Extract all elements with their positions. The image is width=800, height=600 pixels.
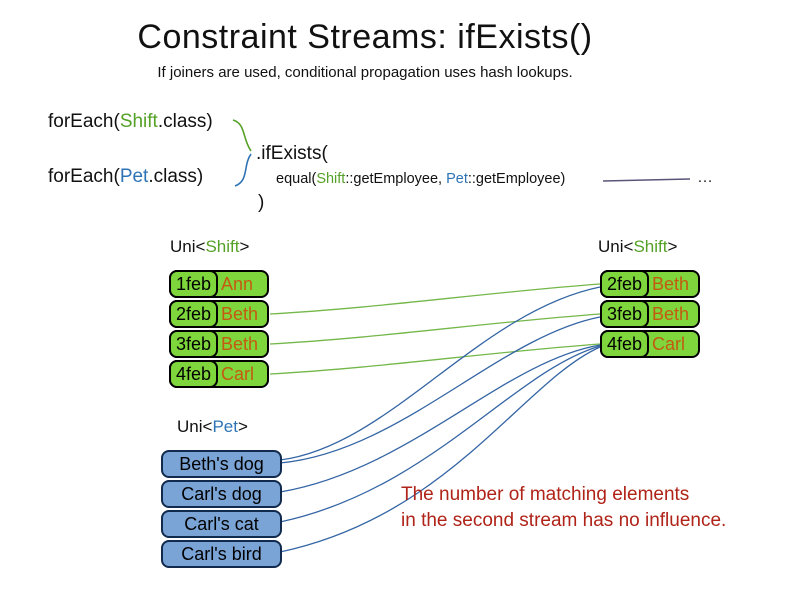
shift-row-1feb-ann: 1feb Ann — [169, 270, 269, 298]
ellipsis-text: … — [697, 169, 713, 186]
shift-employee: Beth — [221, 303, 259, 324]
left-shift-stream-label: Uni<Shift> — [170, 237, 249, 257]
shift-employee: Beth — [652, 303, 690, 324]
shift-employee: Beth — [221, 333, 259, 354]
label-text: > — [239, 237, 250, 256]
slide-subtitle: If joiners are used, conditional propaga… — [157, 64, 573, 81]
label-text: Uni< — [598, 237, 634, 256]
label-text: Uni< — [177, 417, 213, 436]
shift-employee: Carl — [652, 333, 686, 354]
code-text: forEach( — [48, 111, 120, 132]
pet-stream-label: Uni<Pet> — [177, 417, 248, 437]
code-foreach-pet: forEach(Pet.class) — [48, 166, 203, 188]
code-text: forEach( — [48, 166, 120, 187]
link-3feb-to-3feb — [269, 313, 601, 345]
code-text: .class) — [148, 166, 204, 187]
pet-row-carls-cat: Carl's cat — [161, 510, 282, 538]
code-text: .class) — [157, 111, 213, 132]
shift-class-ref: Shift — [119, 111, 158, 132]
shift-date: 4feb — [600, 330, 649, 358]
code-text: ::getEmployee, — [345, 171, 447, 187]
pet-type-ref: Pet — [212, 417, 238, 436]
pet-row-carls-dog: Carl's dog — [161, 480, 282, 508]
link-beths-dog-to-2feb — [279, 286, 601, 461]
brace-upper-green-icon — [232, 119, 252, 152]
shift-class-ref: Shift — [316, 171, 346, 187]
shift-row-2feb-beth: 2feb Beth — [169, 300, 269, 328]
shift-date: 2feb — [169, 300, 218, 328]
right-shift-stream-label: Uni<Shift> — [598, 237, 677, 257]
code-foreach-shift: forEach(Shift.class) — [48, 111, 213, 133]
shift-type-ref: Shift — [633, 237, 668, 256]
note-text: The number of matching elements in the s… — [401, 482, 726, 534]
shift-date: 3feb — [600, 300, 649, 328]
pet-row-carls-bird: Carl's bird — [161, 540, 282, 568]
pet-row-beths-dog: Beth's dog — [161, 450, 282, 478]
code-text: equal( — [276, 171, 317, 187]
link-4feb-to-4feb — [269, 343, 601, 375]
shift-employee: Beth — [652, 273, 690, 294]
shift-date: 2feb — [600, 270, 649, 298]
shift-date: 4feb — [169, 360, 218, 388]
code-text: ::getEmployee) — [467, 171, 566, 187]
note-line-1: The number of matching elements — [401, 484, 690, 505]
link-beths-dog-to-3feb — [279, 316, 601, 464]
page-title: Constraint Streams: ifExists() — [137, 18, 593, 56]
code-ifexists: .ifExists( — [256, 143, 328, 164]
result-row-3feb-beth: 3feb Beth — [600, 300, 700, 328]
label-text: Uni< — [170, 237, 206, 256]
brace-lower-blue-icon — [234, 153, 252, 187]
result-row-2feb-beth: 2feb Beth — [600, 270, 700, 298]
pet-class-ref: Pet — [446, 171, 468, 187]
shift-row-4feb-carl: 4feb Carl — [169, 360, 269, 388]
result-row-4feb-carl: 4feb Carl — [600, 330, 700, 358]
shift-employee: Ann — [221, 273, 254, 294]
shift-type-ref: Shift — [205, 237, 240, 256]
link-2feb-to-2feb — [269, 283, 601, 315]
shift-date: 3feb — [169, 330, 218, 358]
joiner-reference-line — [602, 178, 691, 182]
pet-class-ref: Pet — [119, 166, 149, 187]
code-close-paren: ) — [258, 192, 265, 213]
note-line-2: in the second stream has no influence. — [401, 510, 727, 531]
label-text: > — [237, 417, 248, 436]
code-equal-joiner: equal(Shift::getEmployee, Pet::getEmploy… — [276, 171, 565, 187]
label-text: > — [667, 237, 678, 256]
shift-employee: Carl — [221, 363, 255, 384]
link-carls-dog-to-4feb — [279, 344, 601, 493]
shift-row-3feb-beth: 3feb Beth — [169, 330, 269, 358]
shift-date: 1feb — [169, 270, 218, 298]
